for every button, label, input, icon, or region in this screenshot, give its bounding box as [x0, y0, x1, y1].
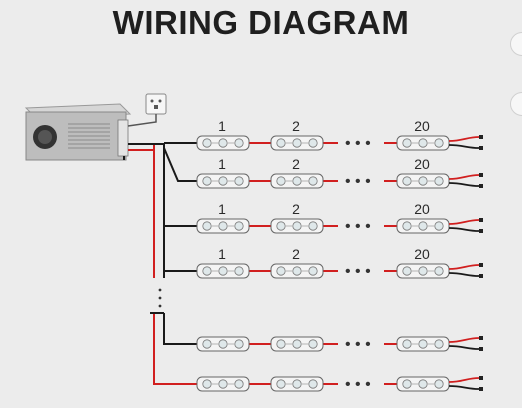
module-number-label: 2 — [292, 246, 300, 262]
led-row: • • • 1 2 20 — [164, 118, 483, 152]
led-row: • • • 1 2 20 — [164, 246, 483, 280]
led-module-icon — [270, 218, 324, 234]
led-row: • • • — [154, 376, 483, 393]
led-module-icon — [270, 376, 324, 392]
module-number-label: 1 — [218, 118, 226, 134]
ellipsis-dots: • • • — [345, 135, 371, 152]
led-row: • • • 1 2 20 — [163, 147, 483, 190]
diagram-title: WIRING DIAGRAM — [112, 4, 410, 41]
connector-plug-icon — [479, 376, 483, 391]
module-number-label: 2 — [292, 156, 300, 172]
ellipsis-dots: • • • — [345, 336, 371, 353]
led-module-icon — [196, 135, 250, 151]
connector-plug-icon — [479, 336, 483, 351]
led-module-icon — [396, 263, 450, 279]
wall-socket-icon — [127, 93, 167, 127]
module-number-label: 20 — [414, 201, 430, 217]
connector-plug-icon — [479, 173, 483, 188]
led-module-icon — [396, 218, 450, 234]
connector-plug-icon — [479, 218, 483, 233]
led-module-icon — [270, 336, 324, 352]
led-module-icon — [396, 336, 450, 352]
module-number-label: 1 — [218, 156, 226, 172]
led-module-icon — [270, 135, 324, 151]
module-number-label: 20 — [414, 118, 430, 134]
led-module-icon — [396, 376, 450, 392]
module-number-label: 2 — [292, 118, 300, 134]
led-module-icon — [396, 173, 450, 189]
connector-plug-icon — [479, 263, 483, 278]
module-number-label: 20 — [414, 246, 430, 262]
led-module-icon — [196, 336, 250, 352]
led-module-icon — [196, 173, 250, 189]
connector-plug-icon — [479, 135, 483, 150]
led-row: • • • — [164, 336, 483, 353]
led-module-icon — [196, 263, 250, 279]
ellipsis-dots: • • • — [345, 263, 371, 280]
led-module-icon — [196, 376, 250, 392]
led-module-icon — [396, 135, 450, 151]
module-number-label: 1 — [218, 246, 226, 262]
ellipsis-dots: • • • — [345, 173, 371, 190]
module-number-label: 20 — [414, 156, 430, 172]
module-number-label: 2 — [292, 201, 300, 217]
led-module-icon — [196, 218, 250, 234]
ellipsis-dots: • • • — [345, 218, 371, 235]
module-number-label: 1 — [218, 201, 226, 217]
led-row: • • • 1 2 20 — [164, 201, 483, 235]
led-module-icon — [270, 173, 324, 189]
power-supply-icon — [24, 103, 132, 161]
ellipsis-dots: • • • — [345, 376, 371, 393]
led-module-icon — [270, 263, 324, 279]
